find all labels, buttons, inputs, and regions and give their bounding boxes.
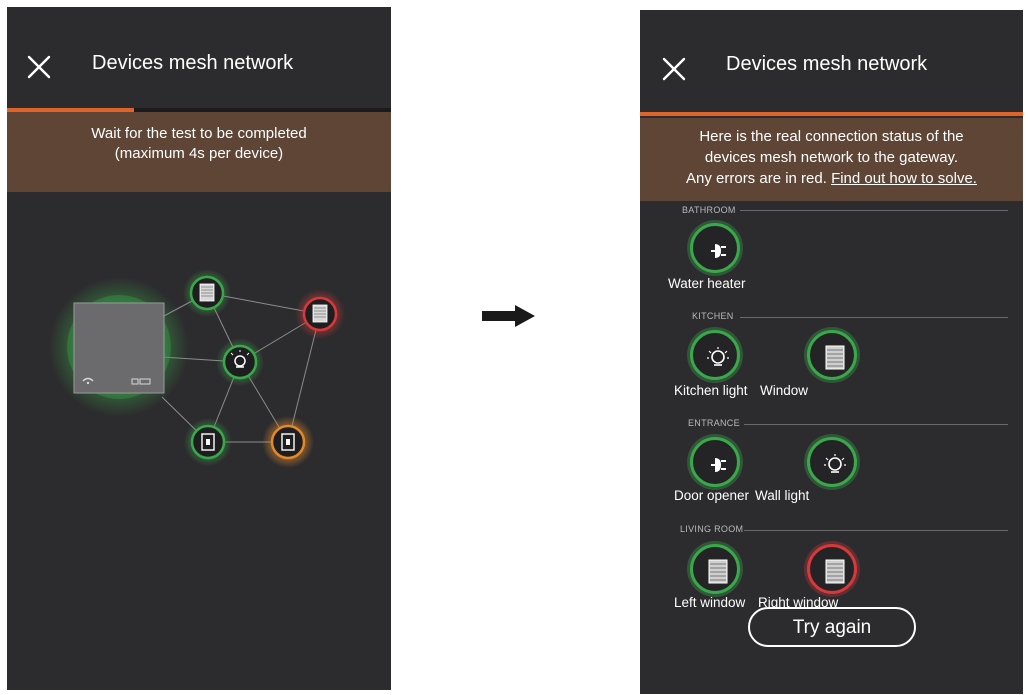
right-arrow-icon <box>481 305 537 332</box>
mesh-test-screen: Devices mesh network Wait for the test t… <box>7 7 391 690</box>
device-label: Door opener <box>674 488 750 503</box>
page-title: Devices mesh network <box>92 52 294 74</box>
window-icon <box>312 304 328 323</box>
mesh-node-light-ok[interactable] <box>216 338 264 386</box>
mesh-network-graph <box>49 269 345 468</box>
section-header-entrance: ENTRANCE <box>688 418 740 428</box>
plug-icon <box>711 244 726 258</box>
close-icon[interactable] <box>25 53 53 81</box>
light-icon <box>707 347 729 366</box>
switch-icon <box>201 433 215 451</box>
mesh-node-window-error[interactable] <box>295 289 345 339</box>
section-divider <box>744 530 1008 531</box>
plug-icon <box>711 458 726 472</box>
device-door-opener[interactable] <box>690 437 740 487</box>
device-label: Water heater <box>668 276 746 291</box>
device-water-heater[interactable] <box>690 223 740 273</box>
device-wall-light[interactable] <box>807 437 857 487</box>
test-progress-bar <box>7 108 391 112</box>
status-banner: Here is the real connection status of th… <box>640 118 1023 201</box>
gateway-node[interactable] <box>49 277 189 417</box>
test-progress-bar <box>640 112 1023 116</box>
device-label: Wall light <box>755 488 810 503</box>
device-right-window[interactable] <box>807 544 857 594</box>
wifi-icon <box>82 377 94 385</box>
banner-line: devices mesh network to the gateway. <box>704 149 959 166</box>
close-icon[interactable] <box>660 55 688 83</box>
section-header-living-room: LIVING ROOM <box>680 524 744 534</box>
mesh-node-switch-warning[interactable] <box>262 416 314 468</box>
window-icon <box>199 283 215 302</box>
device-window[interactable] <box>807 330 857 380</box>
section-header-kitchen: KITCHEN <box>692 311 734 321</box>
window-icon <box>825 559 845 584</box>
light-icon <box>230 350 250 368</box>
mesh-node-switch-ok[interactable] <box>184 418 232 466</box>
status-banner: Wait for the test to be completed (maxim… <box>7 112 391 192</box>
section-divider <box>740 210 1008 211</box>
try-again-button[interactable]: Try again <box>748 607 916 647</box>
mesh-result-screen: Devices mesh network Here is the real co… <box>640 10 1023 694</box>
banner-line: (maximum 4s per device) <box>114 145 284 162</box>
page-title: Devices mesh network <box>726 53 928 75</box>
progress-fill <box>7 108 134 112</box>
window-icon <box>825 345 845 370</box>
device-left-window[interactable] <box>690 544 740 594</box>
device-label: Kitchen light <box>674 383 748 398</box>
ports-icon <box>131 378 151 385</box>
section-header-bathroom: BATHROOM <box>682 205 736 215</box>
progress-fill <box>640 112 1023 116</box>
light-icon <box>824 454 846 473</box>
device-label: Left window <box>674 595 746 610</box>
device-label: Right window <box>758 595 839 610</box>
banner-text: Any errors are in red. <box>686 170 827 187</box>
window-icon <box>708 559 728 584</box>
section-divider <box>744 424 1008 425</box>
find-out-how-link[interactable]: Find out how to solve. <box>831 170 977 187</box>
banner-line: Any errors are in red. Find out how to s… <box>640 168 1023 189</box>
mesh-node-window-ok[interactable] <box>183 269 231 317</box>
section-divider <box>740 317 1008 318</box>
switch-icon <box>281 433 295 451</box>
device-kitchen-light[interactable] <box>690 330 740 380</box>
banner-line: Wait for the test to be completed <box>91 125 307 142</box>
banner-line: Here is the real connection status of th… <box>699 128 964 145</box>
device-label: Window <box>760 383 809 398</box>
